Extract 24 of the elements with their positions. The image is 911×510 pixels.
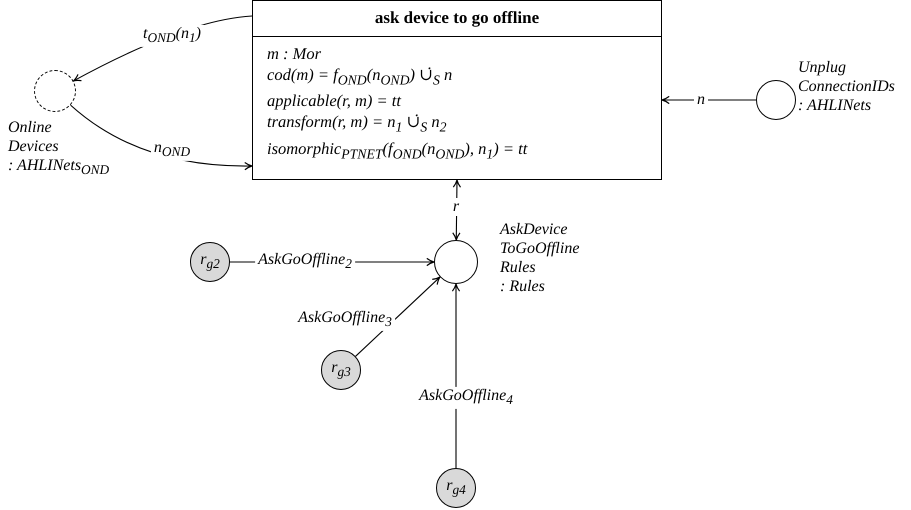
place-label: : AHLINets	[798, 96, 872, 115]
token-label: r$_{g4}$	[446, 477, 466, 499]
guard-formula: m : Mor	[267, 43, 322, 64]
token-label: r$_{g3}$	[331, 359, 351, 381]
edge-label: t$_{OND}$(n$_{1}$)	[140, 24, 204, 48]
place-label: AskDevice ToGoOffline Rules	[500, 220, 580, 277]
guard-formula: applicable(r, m) = tt	[267, 90, 402, 112]
edge-label: AskGoOffline$_{3}$	[295, 308, 395, 332]
place-label: Online Devices	[8, 118, 59, 156]
place-circle	[756, 80, 796, 120]
place-label: Unplug ConnectionIDs	[798, 58, 895, 96]
place-circle	[321, 350, 361, 390]
guard-formula: isomorphic$_{PTNET}$(f$_{OND}$(n$_{OND}$), n$_{1}$) = tt	[267, 138, 529, 163]
transition-title: ask device to go offline	[253, 1, 661, 37]
token-label: r$_{g2}$	[200, 251, 220, 273]
transition-box	[252, 0, 662, 180]
place-circle	[190, 242, 230, 282]
place-circle	[436, 468, 476, 508]
guard-formula: cod(m) = f$_{OND}$(n$_{OND}$) ∪̇$_{S}$ n	[267, 64, 454, 90]
place-circle	[434, 240, 478, 284]
place-label: : AHLINets$_{OND}$	[8, 156, 110, 180]
guard-formula: transform(r, m) = n$_{1}$ ∪̇$_{S}$ n$_{2}$	[267, 111, 448, 137]
edge-label: AskGoOffline$_{4}$	[416, 386, 516, 410]
place-label: : Rules	[500, 277, 546, 296]
